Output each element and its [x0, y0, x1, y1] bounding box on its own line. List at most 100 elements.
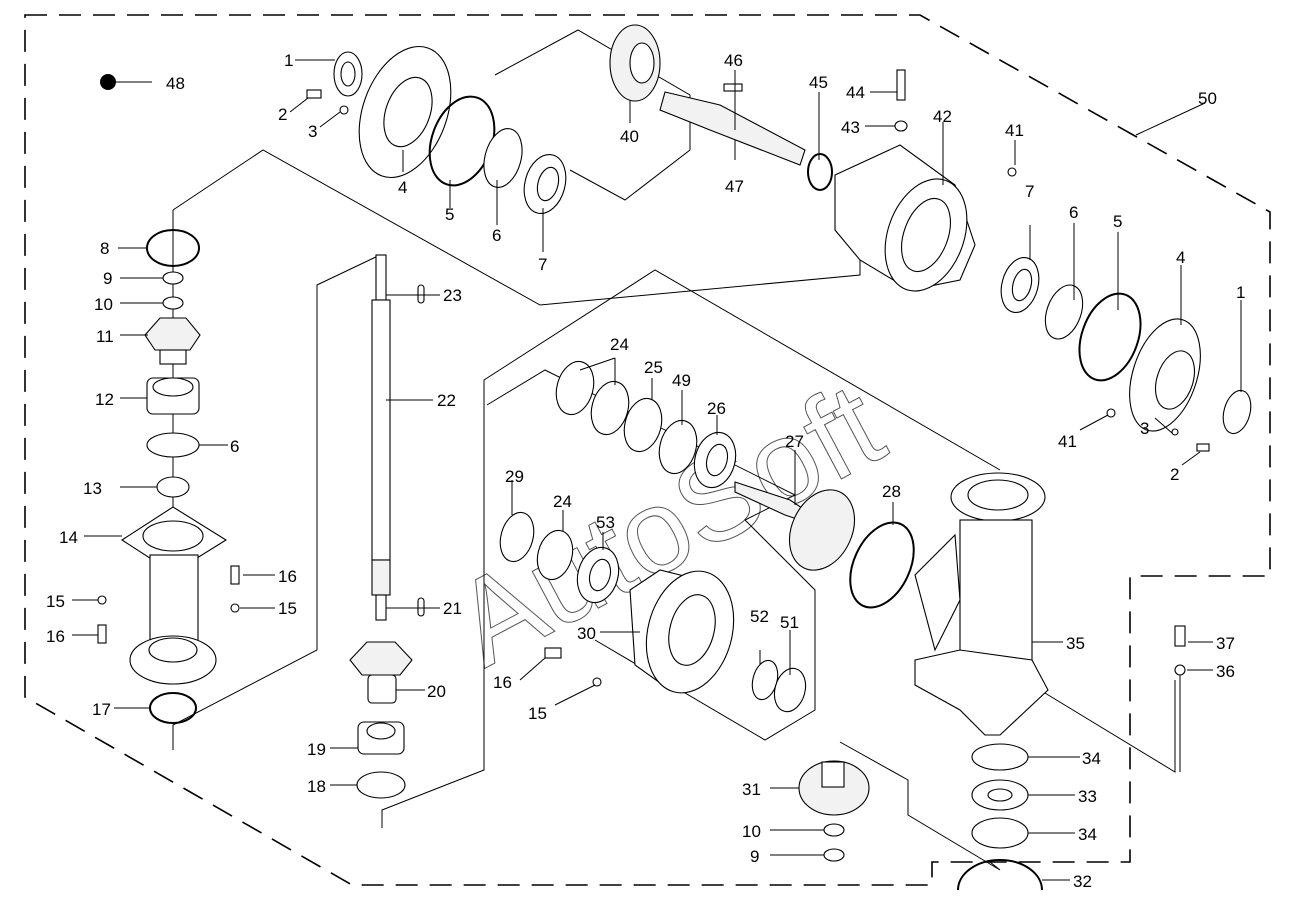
callout: 3 [1140, 419, 1149, 438]
washer-33-hole [987, 788, 1013, 802]
shim-34-bottom[interactable] [971, 817, 1029, 849]
bearing-53-inner [588, 558, 612, 592]
callout: 6 [492, 226, 501, 245]
callout-50: 50 [1198, 89, 1217, 108]
callout: 16 [278, 567, 297, 586]
callout: 8 [100, 239, 109, 258]
group-outline-bevel-top [494, 29, 691, 201]
callout: 31 [742, 780, 761, 799]
o-ring-5-right[interactable] [1068, 285, 1151, 389]
circlip-24-c[interactable] [532, 526, 578, 583]
callout: 1 [1236, 283, 1245, 302]
seal-29[interactable] [495, 509, 539, 566]
bevel-gear-11[interactable] [144, 317, 201, 351]
callout: 19 [307, 740, 326, 759]
washer-15-center[interactable] [592, 677, 602, 687]
circlip-24-a[interactable] [551, 357, 600, 418]
group-outline-top-left [172, 149, 861, 306]
assembly-boundary [24, 14, 1271, 886]
plug-41-bottom[interactable] [1106, 408, 1116, 418]
callout: 47 [725, 177, 744, 196]
callout: 10 [742, 822, 761, 841]
breather-44[interactable] [896, 69, 906, 101]
sleeve-51[interactable] [770, 665, 810, 715]
shim-6-left[interactable] [146, 432, 200, 458]
circlip-9-bottom[interactable] [823, 848, 845, 862]
screw-2[interactable] [306, 89, 322, 99]
plug-41-top[interactable] [1007, 167, 1017, 177]
bevel-gear-40-bore [629, 42, 655, 84]
washer-3[interactable] [339, 105, 349, 115]
callout: 53 [596, 513, 615, 532]
callout: 9 [750, 847, 759, 866]
washer-36[interactable] [1174, 664, 1186, 676]
bearing-19-inner [366, 722, 396, 740]
leader-lines [72, 59, 1242, 881]
key-46[interactable] [723, 83, 743, 92]
callout: 20 [427, 682, 446, 701]
callout: 15 [528, 704, 547, 723]
callout: 10 [94, 295, 113, 314]
key-23[interactable] [417, 284, 425, 304]
tube-base-bore [148, 637, 198, 663]
bolt-16-left[interactable] [97, 624, 107, 644]
pinion-gear-27[interactable] [777, 479, 867, 580]
circlip-45[interactable] [807, 153, 833, 191]
callout: 13 [83, 479, 102, 498]
callout: 45 [809, 73, 828, 92]
callout: 21 [443, 599, 462, 618]
circlip-9[interactable] [162, 271, 184, 285]
callout: 22 [437, 391, 456, 410]
washer-10[interactable] [162, 296, 184, 310]
seal-13[interactable] [156, 476, 190, 498]
callout: 12 [95, 390, 114, 409]
callout: 15 [46, 592, 65, 611]
washer-43[interactable] [894, 120, 908, 132]
callout: 17 [92, 700, 111, 719]
callout: 2 [1170, 465, 1179, 484]
shim-34-top[interactable] [971, 743, 1029, 771]
callout: 2 [278, 105, 287, 124]
circlip-24-b[interactable] [586, 377, 635, 438]
o-ring-28[interactable] [838, 512, 927, 617]
group-outline-shaft-left [172, 254, 381, 750]
callout: 30 [577, 624, 596, 643]
callout: 5 [445, 205, 454, 224]
shim-6[interactable] [478, 124, 528, 191]
shaft-22[interactable] [371, 299, 391, 561]
shim-25[interactable] [619, 394, 668, 455]
callout: 33 [1078, 787, 1097, 806]
callout: 14 [59, 528, 78, 547]
o-ring-17[interactable] [149, 692, 197, 724]
bolt-16-center[interactable] [544, 647, 562, 659]
washer-3-right[interactable] [1171, 428, 1179, 436]
washer-15-left[interactable] [97, 595, 107, 605]
washer-15-right[interactable] [230, 603, 240, 613]
bolt-16-right[interactable] [230, 565, 240, 585]
callout: 51 [780, 613, 799, 632]
shim-49[interactable] [654, 416, 703, 477]
tube-35-top-bore [967, 479, 1029, 511]
shaft-22-bottom [375, 594, 387, 621]
callout: 46 [724, 51, 743, 70]
callout-48: 48 [166, 74, 185, 93]
bolt-37[interactable] [1174, 625, 1186, 647]
callout: 27 [785, 432, 804, 451]
callout: 23 [443, 286, 462, 305]
input-shaft-47[interactable] [659, 91, 806, 166]
tube-flange-14-bore [142, 520, 204, 552]
seal-1-right[interactable] [1219, 387, 1256, 436]
tube-35-side-flange [914, 533, 961, 652]
key-21[interactable] [417, 597, 425, 617]
callout: 26 [707, 399, 726, 418]
callout: 29 [505, 467, 524, 486]
callout: 37 [1216, 634, 1235, 653]
o-ring-32[interactable] [957, 859, 1043, 891]
shim-18[interactable] [356, 771, 406, 799]
callout: 11 [96, 327, 114, 346]
washer-10-bottom[interactable] [823, 823, 845, 837]
screw-2-right[interactable] [1196, 443, 1210, 452]
bevel-gear-20[interactable] [349, 641, 413, 676]
callout: 16 [493, 673, 512, 692]
bearing-7-right-inner [1011, 268, 1033, 302]
